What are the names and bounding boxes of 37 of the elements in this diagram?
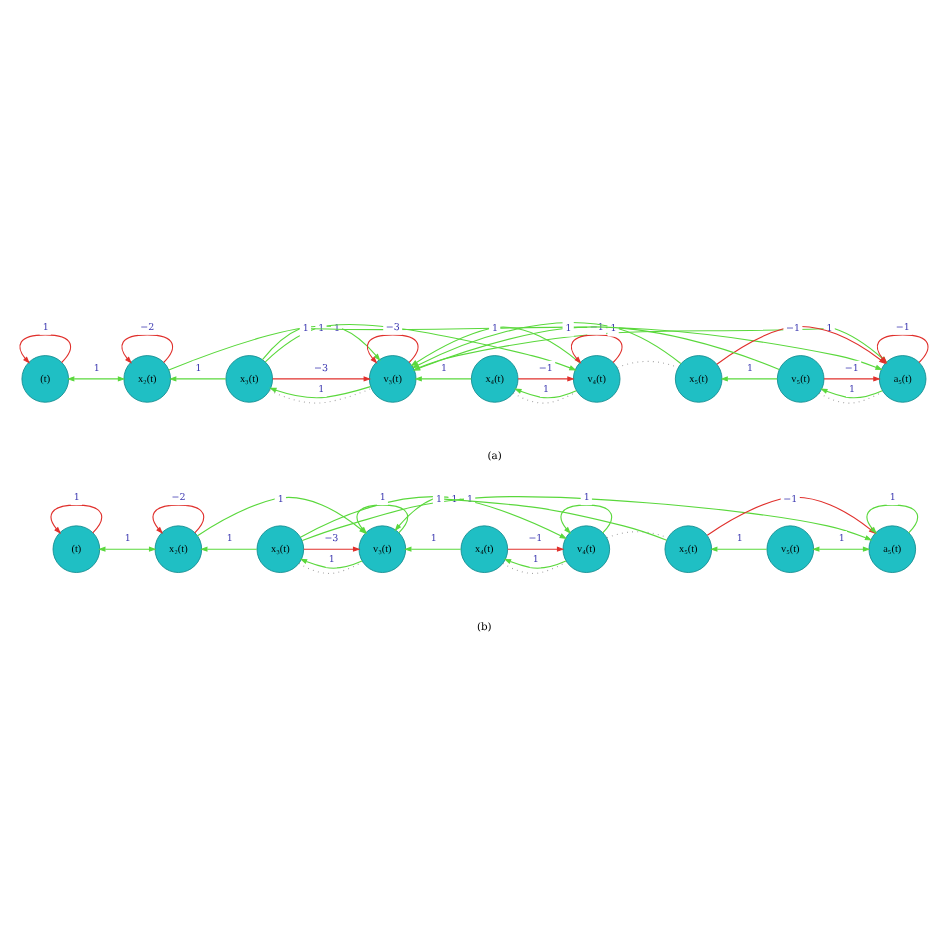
- arrow: [121, 334, 174, 364]
- arrow: [269, 386, 371, 399]
- arrow: [98, 546, 157, 552]
- connector: [818, 391, 884, 404]
- arrow: [812, 546, 871, 552]
- arrow: [404, 546, 462, 552]
- arrow: [820, 388, 883, 399]
- arrow: [168, 325, 381, 371]
- arrow: [19, 334, 72, 364]
- arrow: [366, 334, 419, 364]
- arrow: [299, 496, 568, 539]
- connector: [512, 391, 578, 404]
- connector: [298, 561, 364, 574]
- arrow: [394, 497, 668, 541]
- arrow: [200, 546, 258, 552]
- arrow: [272, 376, 372, 382]
- connector: [502, 561, 568, 574]
- arrow: [503, 558, 567, 569]
- arrow: [303, 546, 361, 552]
- arrow: [823, 376, 881, 382]
- connector: [616, 360, 679, 369]
- arrow: [514, 388, 577, 399]
- arrow: [50, 504, 103, 535]
- arrow: [507, 546, 565, 552]
- arrow: [720, 376, 778, 382]
- arrow: [710, 546, 768, 552]
- arrow: [66, 376, 126, 382]
- connector: [606, 531, 669, 539]
- arrow: [517, 376, 575, 382]
- arrow: [560, 504, 613, 535]
- arrow: [299, 558, 363, 569]
- arrow: [152, 504, 205, 535]
- arrow: [168, 376, 227, 382]
- connector: [269, 388, 372, 404]
- arrow: [414, 376, 472, 382]
- arrow: [301, 496, 873, 542]
- arrow: [570, 334, 623, 364]
